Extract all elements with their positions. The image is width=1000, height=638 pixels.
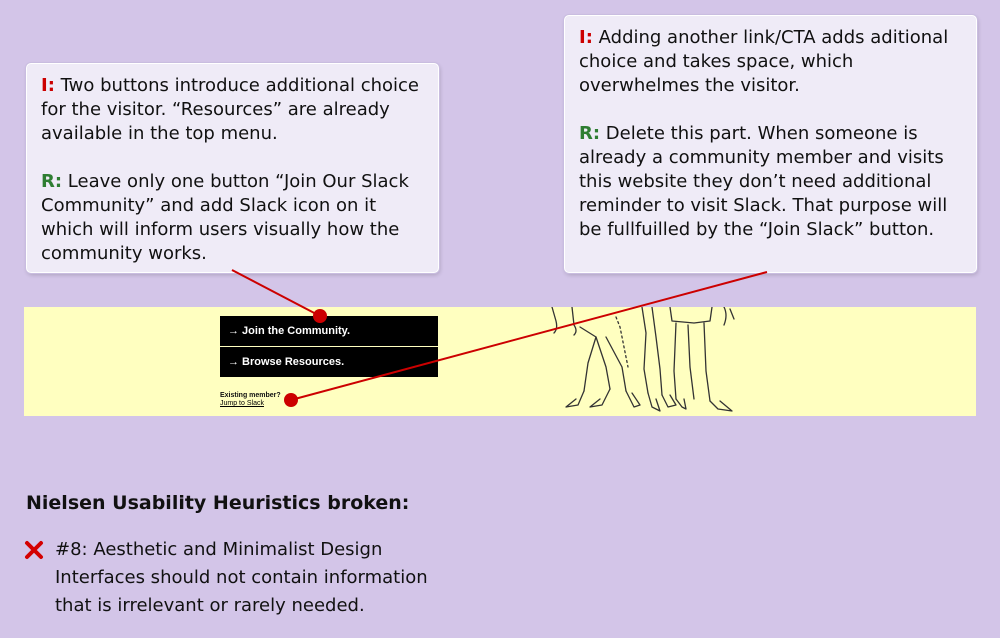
join-community-button[interactable]: → Join the Community.: [220, 316, 438, 346]
issue-text: Two buttons introduce additional choice …: [41, 75, 419, 144]
heuristic-description-line-1: Interfaces should not contain informatio…: [55, 567, 428, 588]
recommendation-tag: R:: [41, 171, 63, 192]
jump-to-slack-link[interactable]: Jump to Slack: [220, 400, 264, 407]
callout-right: I: Adding another link/CTA adds aditiona…: [564, 15, 977, 273]
callout-left-issue: I: Two buttons introduce additional choi…: [41, 74, 424, 146]
heuristic-name: #8: Aesthetic and Minimalist Design: [55, 539, 383, 560]
people-illustration: [551, 307, 735, 412]
existing-member-text: Existing member?: [220, 392, 281, 399]
recommendation-text: Leave only one button “Join Our Slack Co…: [41, 171, 409, 264]
issue-tag: I:: [41, 75, 55, 96]
website-screenshot-strip: → Join the Community. → Browse Resources…: [24, 307, 976, 416]
heuristic-description-line-2: that is irrelevant or rarely needed.: [55, 595, 365, 616]
recommendation-tag: R:: [579, 123, 601, 144]
issue-tag: I:: [579, 27, 593, 48]
heuristics-title: Nielsen Usability Heuristics broken:: [26, 492, 410, 514]
x-mark-icon: [25, 541, 43, 559]
callout-left: I: Two buttons introduce additional choi…: [26, 63, 439, 273]
heuristic-item: #8: Aesthetic and Minimalist Design Inte…: [55, 536, 428, 620]
issue-text: Adding another link/CTA adds aditional c…: [579, 27, 949, 96]
callout-left-recommendation: R: Leave only one button “Join Our Slack…: [41, 170, 424, 266]
callout-right-issue: I: Adding another link/CTA adds aditiona…: [579, 26, 962, 98]
recommendation-text: Delete this part. When someone is alread…: [579, 123, 948, 240]
callout-right-recommendation: R: Delete this part. When someone is alr…: [579, 122, 962, 242]
browse-resources-button[interactable]: → Browse Resources.: [220, 347, 438, 377]
